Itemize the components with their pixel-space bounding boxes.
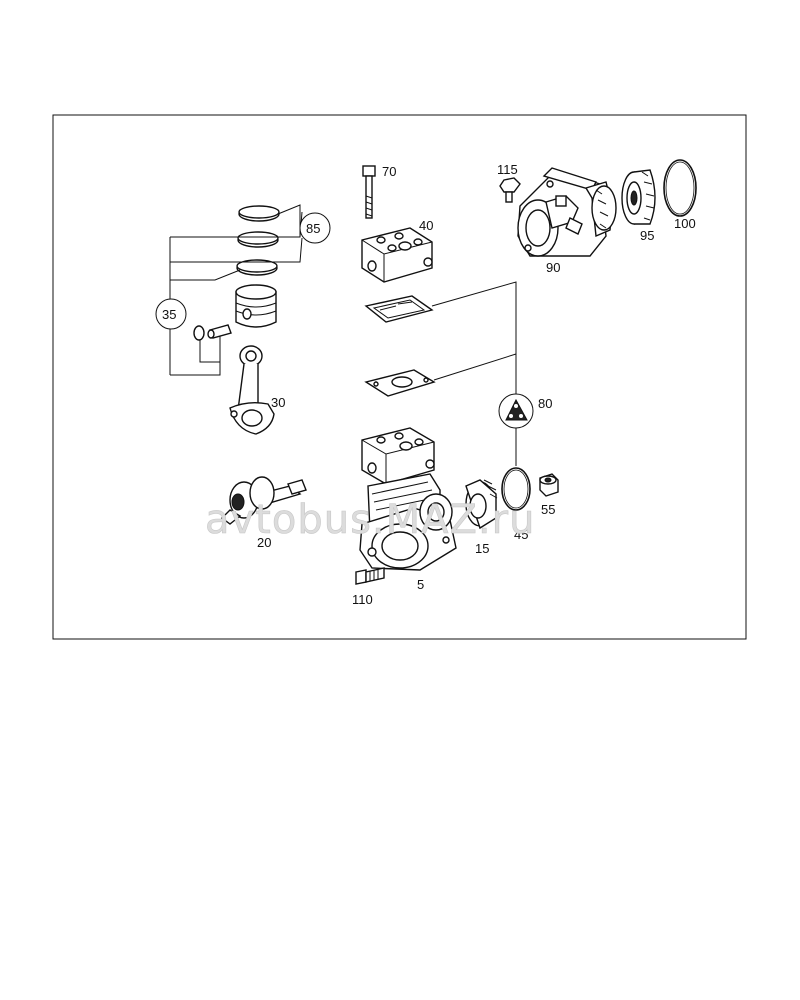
bolt-110: [355, 567, 385, 585]
compressor-housing: [359, 473, 457, 571]
callout-100: 100: [674, 216, 696, 231]
bolt-70: [362, 165, 376, 219]
pulley: [621, 169, 656, 225]
piston-ring-middle: [237, 231, 279, 248]
cylinder-head: [361, 227, 433, 283]
callout-115: 115: [497, 162, 518, 177]
callout-55: 55: [541, 502, 555, 517]
drive-gear: [465, 479, 498, 530]
seal-ring: [501, 467, 531, 511]
callout-5: 5: [417, 577, 424, 592]
connecting-rod: [229, 345, 275, 435]
o-ring: [663, 159, 697, 217]
piston-ring-top: [238, 205, 280, 222]
callout-30: 30: [271, 395, 285, 410]
callout-40: 40: [419, 218, 433, 233]
gasket-kit-symbol: [498, 393, 534, 429]
piston-ring-bottom: [236, 259, 278, 276]
nut: [539, 473, 559, 497]
callout-110: 110: [352, 592, 373, 607]
callout-95: 95: [640, 228, 654, 243]
callout-circle-35: [155, 298, 187, 330]
piston-pin: [207, 324, 232, 339]
watermark-text: avtobus.MAZ.ru: [205, 497, 535, 543]
callout-85: 85: [306, 221, 320, 236]
callout-20: 20: [257, 535, 271, 550]
pump-housing: [517, 167, 617, 257]
leader-lines-80: [431, 281, 517, 394]
crankshaft: [220, 476, 307, 525]
callout-90: 90: [546, 260, 560, 275]
bolt-115: [499, 177, 521, 203]
compressor-head-assembly: [361, 427, 435, 485]
callout-15: 15: [475, 541, 489, 556]
circlip: [193, 325, 205, 341]
callout-80: 80: [538, 396, 552, 411]
base-gasket: [364, 369, 436, 397]
callout-70: 70: [382, 164, 396, 179]
valve-plate: [364, 295, 434, 323]
callout-35: 35: [162, 307, 176, 322]
diagram-frame: [52, 114, 747, 640]
piston: [235, 284, 277, 328]
callout-circle-85: [299, 212, 331, 244]
callout-45: 45: [514, 527, 528, 542]
